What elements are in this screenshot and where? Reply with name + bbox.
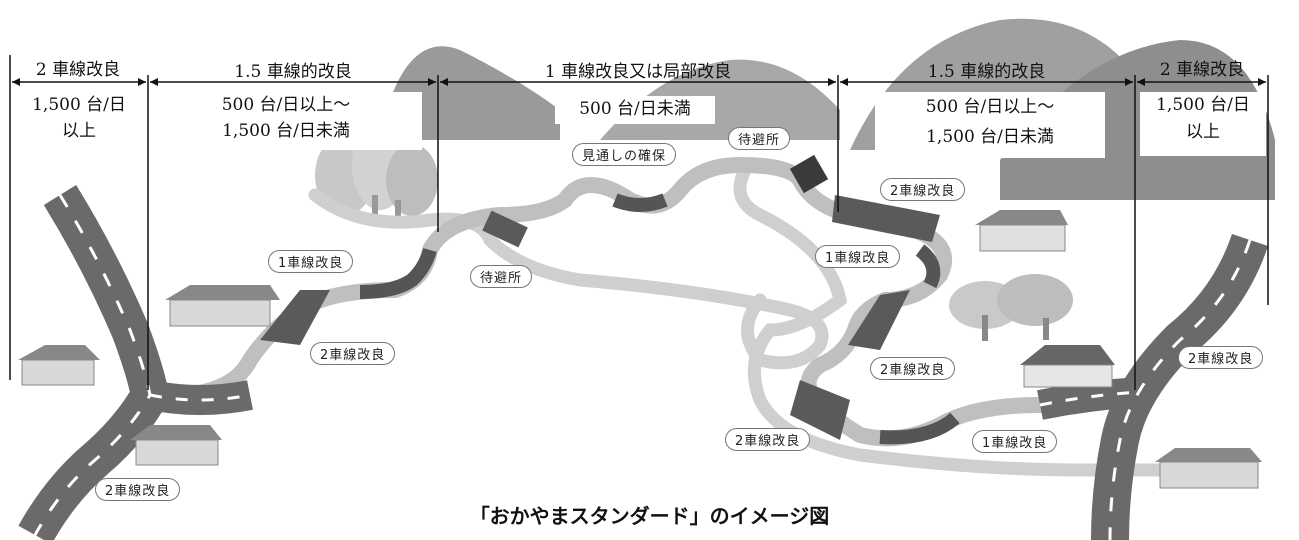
callout-sight: 見通しの確保 (572, 143, 677, 166)
traffic-3-line1: 500 台/日未満 (579, 99, 691, 119)
traffic-5-line2: 以上 (1186, 122, 1220, 142)
passing-bay-left (482, 210, 528, 248)
section-label-4: 1.5 車線的改良 (927, 62, 1046, 82)
section-label-3: 1 車線改良又は局部改良 (544, 62, 732, 82)
highway-right-dashes (1108, 239, 1252, 540)
callout-2-lane-top-right: 2車線改良 (880, 178, 966, 201)
traffic-4-line2: 1,500 台/日未満 (926, 127, 1054, 147)
road-segment-1-lane (359, 247, 437, 299)
figure-caption: 「おかやまスタンダード」のイメージ図 (469, 504, 830, 528)
house-left (18, 345, 100, 386)
traffic-2-line1: 500 台/日以上～ (221, 95, 351, 115)
traffic-box-2: 500 台/日以上～ 1,500 台/日未満 (150, 92, 422, 150)
section-label-5: 2 車線改良 (1159, 60, 1245, 80)
road-segment-1-lane-bottom (879, 412, 960, 445)
traffic-box-4: 500 台/日以上～ 1,500 台/日未満 (875, 92, 1105, 158)
callout-2-lane-bottom: 2車線改良 (725, 428, 811, 451)
traffic-1-line1: 1,500 台/日 (32, 95, 126, 115)
callout-2-lane-bottom-left: 2車線改良 (95, 478, 181, 501)
house-bottom-left (130, 425, 222, 466)
passing-bay-right (789, 154, 829, 194)
section-label-1: 2 車線改良 (35, 60, 121, 80)
highway-left-dashes (33, 194, 152, 536)
mountain-right-front (1000, 40, 1275, 200)
traffic-box-3: 500 台/日未満 (555, 96, 715, 124)
arrow-heads (12, 78, 1266, 86)
callout-2-lane-left: 2車線改良 (310, 342, 396, 365)
old-road-right (733, 163, 1187, 477)
callout-1-lane-bottom: 1車線改良 (972, 430, 1058, 453)
mountain-left (385, 46, 560, 140)
main-road (142, 156, 1048, 447)
callout-1-lane-right: 1車線改良 (815, 245, 901, 268)
callout-2-lane-far-right: 2車線改良 (1178, 346, 1264, 369)
trees-right (949, 274, 1073, 341)
section-label-2: 1.5 車線的改良 (234, 62, 352, 82)
callout-passing-right: 待避所 (728, 127, 791, 150)
traffic-box-1: 1,500 台/日 以上 (12, 92, 146, 150)
callout-passing-left: 待避所 (470, 265, 533, 288)
traffic-5-line1: 1,500 台/日 (1156, 95, 1250, 115)
houses-row-left (165, 285, 280, 327)
traffic-box-5: 1,500 台/日 以上 (1140, 92, 1266, 156)
traffic-2-line2: 1,500 台/日未満 (222, 121, 350, 141)
callout-2-lane-mid-right: 2車線改良 (870, 357, 956, 380)
callout-1-lane-left: 1車線改良 (268, 250, 354, 273)
old-road-left (308, 188, 829, 370)
road-segment-sight (612, 193, 668, 212)
house-right (975, 210, 1068, 252)
traffic-1-line2: 以上 (62, 121, 96, 141)
traffic-4-line1: 500 台/日以上～ (925, 97, 1055, 117)
two-lane-blocks (260, 195, 940, 440)
house-right-mid (1020, 345, 1115, 388)
section-dividers (9, 55, 1269, 390)
road-segment-1-lane-right (915, 244, 941, 289)
houses-row-right (1155, 448, 1262, 489)
